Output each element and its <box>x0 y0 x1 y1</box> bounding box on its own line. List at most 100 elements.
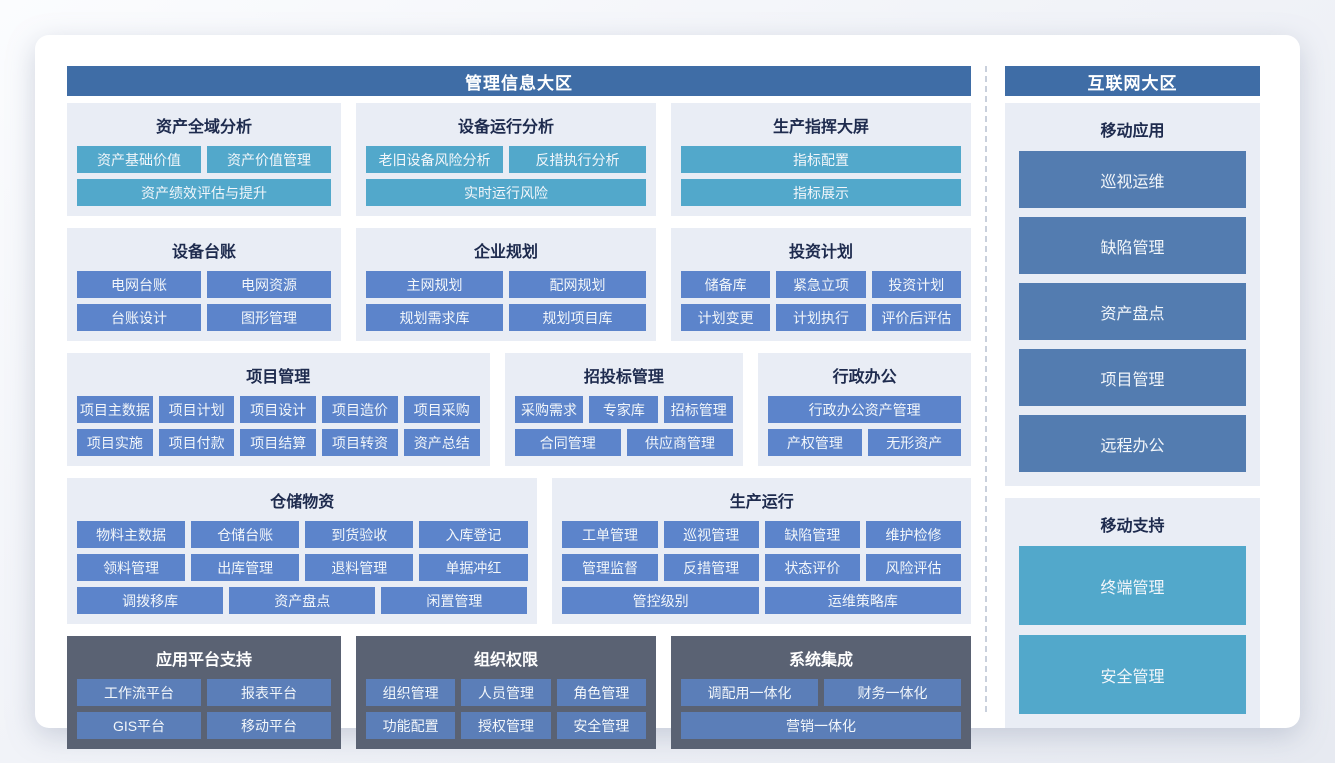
module-button[interactable]: 台账设计 <box>77 304 201 331</box>
module-button[interactable]: 远程办公 <box>1019 415 1246 472</box>
module-button[interactable]: 储备库 <box>681 271 771 298</box>
module-button[interactable]: 项目设计 <box>240 396 317 423</box>
module-button[interactable]: 领料管理 <box>77 554 186 581</box>
group-box: 企业规划主网规划配网规划规划需求库规划项目库 <box>356 228 656 341</box>
module-button[interactable]: 计划执行 <box>776 304 866 331</box>
module-button[interactable]: 缺陷管理 <box>1019 217 1246 274</box>
module-button[interactable]: 项目付款 <box>158 429 235 456</box>
module-button[interactable]: 供应商管理 <box>626 429 734 456</box>
module-button[interactable]: 报表平台 <box>207 679 331 706</box>
module-button[interactable]: 管理监督 <box>562 554 658 581</box>
module-button[interactable]: 无形资产 <box>867 429 961 456</box>
module-button[interactable]: 安全管理 <box>556 712 646 739</box>
button-row: 项目主数据项目计划项目设计项目造价项目采购 <box>77 396 480 423</box>
module-button[interactable]: 资产基础价值 <box>77 146 201 173</box>
module-button[interactable]: 指标展示 <box>681 179 961 206</box>
module-button[interactable]: 缺陷管理 <box>764 521 860 548</box>
module-button[interactable]: 专家库 <box>589 396 659 423</box>
module-button[interactable]: 闲置管理 <box>381 587 528 614</box>
group-title: 企业规划 <box>473 244 538 261</box>
module-button[interactable]: 规划项目库 <box>509 304 646 331</box>
module-button[interactable]: 单据冲红 <box>419 554 528 581</box>
module-button[interactable]: 巡视运维 <box>1019 151 1246 208</box>
module-button[interactable]: 合同管理 <box>514 429 621 456</box>
zone-management: 管理信息大区 资产全域分析资产基础价值资产价值管理资产绩效评估与提升设备运行分析… <box>67 66 971 749</box>
module-button[interactable]: 工作流平台 <box>77 679 201 706</box>
module-button[interactable]: 退料管理 <box>305 554 414 581</box>
module-button[interactable]: 规划需求库 <box>366 304 503 331</box>
module-button[interactable]: 功能配置 <box>366 712 456 739</box>
module-button[interactable]: 项目转资 <box>322 429 398 456</box>
group-box: 仓储物资物料主数据仓储台账到货验收入库登记领料管理出库管理退料管理单据冲红调拨移… <box>67 478 538 624</box>
module-button[interactable]: 反措管理 <box>663 554 759 581</box>
module-button[interactable]: 项目计划 <box>158 396 235 423</box>
module-button[interactable]: 授权管理 <box>461 712 551 739</box>
module-button[interactable]: 组织管理 <box>366 679 456 706</box>
group-title: 招投标管理 <box>583 369 664 386</box>
module-button[interactable]: 维护检修 <box>865 521 962 548</box>
module-button[interactable]: 调配用一体化 <box>681 679 818 706</box>
module-button[interactable]: 主网规划 <box>366 271 503 298</box>
module-button[interactable]: 指标配置 <box>681 146 961 173</box>
button-row: 主网规划配网规划 <box>366 271 646 298</box>
module-button[interactable]: 风险评估 <box>865 554 962 581</box>
module-button[interactable]: 产权管理 <box>768 429 862 456</box>
module-button[interactable]: 角色管理 <box>556 679 646 706</box>
module-button[interactable]: 安全管理 <box>1019 635 1246 714</box>
module-button[interactable]: 调拨移库 <box>77 587 224 614</box>
module-button[interactable]: 项目采购 <box>403 396 480 423</box>
module-button[interactable]: 终端管理 <box>1019 546 1246 625</box>
module-button[interactable]: 到货验收 <box>305 521 414 548</box>
module-button[interactable]: 行政办公资产管理 <box>768 396 961 423</box>
module-button[interactable]: 图形管理 <box>207 304 331 331</box>
module-button[interactable]: 资产盘点 <box>1019 283 1246 340</box>
module-button[interactable]: 项目结算 <box>240 429 317 456</box>
module-button[interactable]: 紧急立项 <box>776 271 866 298</box>
module-button[interactable]: 状态评价 <box>764 554 860 581</box>
module-button[interactable]: 电网台账 <box>77 271 201 298</box>
module-button[interactable]: 项目造价 <box>322 396 398 423</box>
module-button[interactable]: 人员管理 <box>461 679 551 706</box>
module-button[interactable]: 项目实施 <box>77 429 153 456</box>
module-button[interactable]: 项目主数据 <box>77 396 153 423</box>
group-box: 组织权限组织管理人员管理角色管理功能配置授权管理安全管理 <box>356 636 656 749</box>
module-button[interactable]: 招标管理 <box>664 396 734 423</box>
module-button[interactable]: 投资计划 <box>871 271 961 298</box>
module-button[interactable]: 项目管理 <box>1019 349 1246 406</box>
module-button[interactable]: 采购需求 <box>514 396 584 423</box>
module-button[interactable]: 资产盘点 <box>229 587 376 614</box>
module-button[interactable]: 入库登记 <box>419 521 528 548</box>
module-button[interactable]: 实时运行风险 <box>366 179 646 206</box>
module-button[interactable]: 计划变更 <box>681 304 771 331</box>
module-button[interactable]: 资产价值管理 <box>207 146 331 173</box>
group-box: 行政办公行政办公资产管理产权管理无形资产 <box>758 353 971 466</box>
module-button[interactable]: 工单管理 <box>562 521 658 548</box>
button-row: 营销一体化 <box>681 712 961 739</box>
button-row: 功能配置授权管理安全管理 <box>366 712 646 739</box>
module-button[interactable]: 仓储台账 <box>191 521 300 548</box>
module-button[interactable]: GIS平台 <box>77 712 201 739</box>
module-button[interactable]: 电网资源 <box>207 271 331 298</box>
group-box: 生产指挥大屏指标配置指标展示 <box>671 103 971 216</box>
module-button[interactable]: 反措执行分析 <box>509 146 646 173</box>
button-row: 计划变更计划执行评价后评估 <box>681 304 961 331</box>
module-button[interactable]: 财务一体化 <box>824 679 961 706</box>
module-button[interactable]: 运维策略库 <box>764 587 961 614</box>
module-button[interactable]: 配网规划 <box>509 271 646 298</box>
module-button[interactable]: 营销一体化 <box>681 712 961 739</box>
button-row: 老旧设备风险分析反措执行分析 <box>366 146 646 173</box>
group-box: 设备台账电网台账电网资源台账设计图形管理 <box>67 228 341 341</box>
module-button[interactable]: 物料主数据 <box>77 521 186 548</box>
module-button[interactable]: 资产绩效评估与提升 <box>77 179 331 206</box>
button-row: 工作流平台报表平台 <box>77 679 331 706</box>
module-button[interactable]: 出库管理 <box>191 554 300 581</box>
group-title: 移动支持 <box>1100 518 1165 535</box>
module-button[interactable]: 资产总结 <box>403 429 480 456</box>
module-button[interactable]: 评价后评估 <box>871 304 961 331</box>
module-button[interactable]: 巡视管理 <box>663 521 759 548</box>
module-button[interactable]: 老旧设备风险分析 <box>366 146 503 173</box>
button-row: 指标配置 <box>681 146 961 173</box>
module-button[interactable]: 移动平台 <box>207 712 331 739</box>
module-button[interactable]: 管控级别 <box>562 587 759 614</box>
